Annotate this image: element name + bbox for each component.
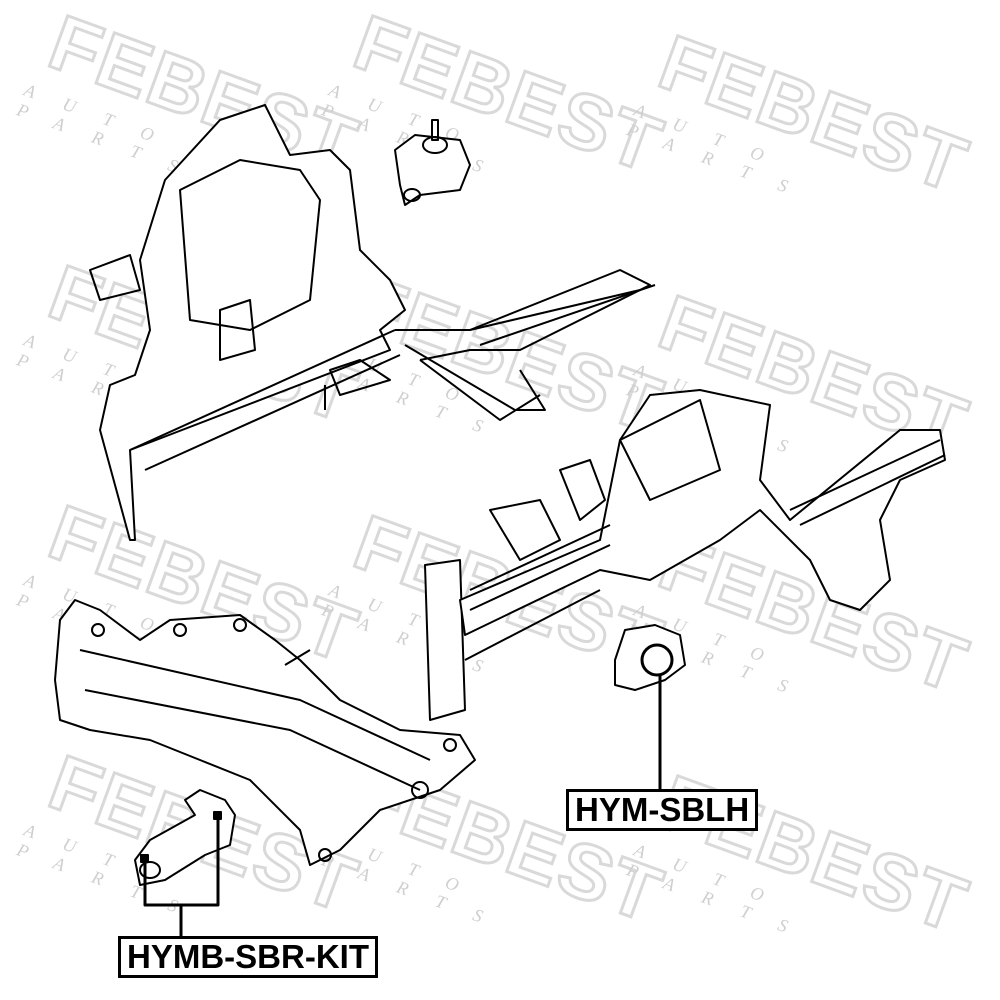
part-label-hym-sblh[interactable]: HYM-SBLH [566,789,759,831]
engine-mount-top [394,119,471,206]
torque-rod-mount [134,789,236,937]
part-label-hymb-sbr-kit[interactable]: HYMB-SBR-KIT [118,936,378,978]
right-body-frame [424,389,946,721]
left-front-body-frame [89,104,656,541]
engine-mount-left-side [614,624,686,790]
front-subframe [54,599,476,866]
